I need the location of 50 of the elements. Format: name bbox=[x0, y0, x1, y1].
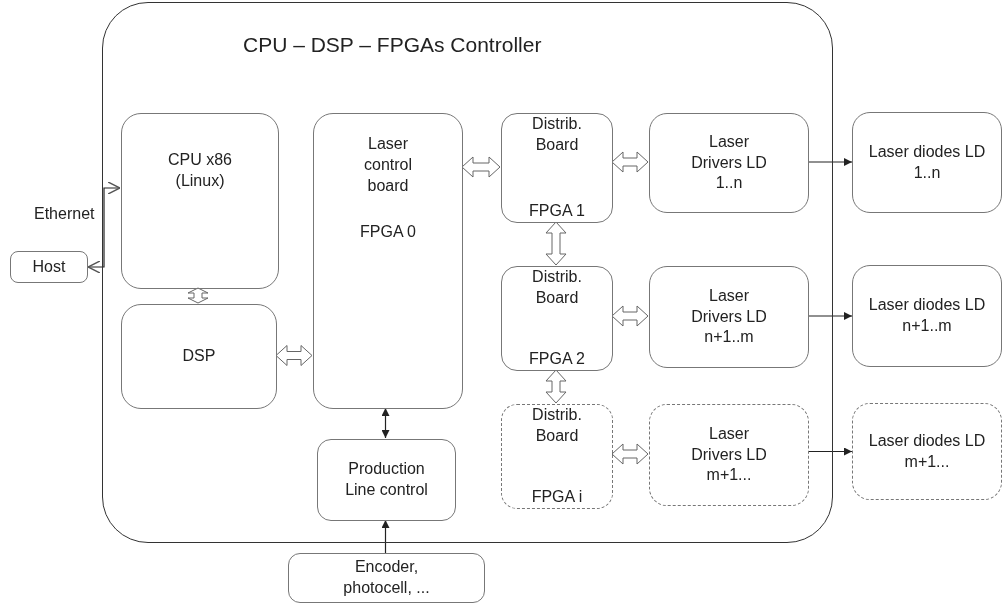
arrow bbox=[807, 447, 853, 456]
node-label: Laser Drivers LD 1..n bbox=[690, 131, 768, 194]
double-block-arrow bbox=[545, 369, 567, 404]
double-block-arrow bbox=[611, 305, 649, 327]
rounded-box bbox=[317, 439, 456, 521]
node-label: Laser Drivers LD m+1... bbox=[690, 423, 768, 486]
rounded-box bbox=[121, 113, 279, 289]
rounded-box bbox=[288, 553, 485, 603]
node-label: FPGA 0 bbox=[360, 222, 416, 243]
rounded-box bbox=[501, 113, 613, 223]
node-label: Distrib. Board bbox=[531, 405, 583, 446]
node-label: FPGA 2 bbox=[529, 349, 585, 370]
node-label: CPU x86 (Linux) bbox=[167, 150, 233, 191]
rounded-box bbox=[313, 113, 463, 409]
arrow bbox=[87, 181, 121, 274]
arrow bbox=[381, 407, 390, 439]
rounded-box bbox=[501, 404, 613, 509]
node-label: FPGA 1 bbox=[529, 201, 585, 222]
node-label: Laser control board bbox=[363, 134, 413, 196]
node-label: Laser diodes LD m+1... bbox=[867, 430, 987, 472]
node-label: FPGA i bbox=[531, 487, 583, 508]
node-label: Laser Drivers LD n+1..m bbox=[690, 285, 768, 348]
node-label: Host bbox=[32, 256, 66, 277]
node-label: CPU – DSP – FPGAs Controller bbox=[243, 33, 542, 57]
rounded-box bbox=[10, 251, 88, 283]
rounded-box bbox=[852, 112, 1002, 213]
node-label: Distrib. Board bbox=[531, 267, 583, 308]
node-label: Production Line control bbox=[344, 459, 429, 500]
double-block-arrow bbox=[545, 221, 567, 266]
arrow bbox=[807, 312, 853, 320]
rounded-box bbox=[852, 403, 1002, 500]
double-block-arrow bbox=[187, 287, 209, 304]
rounded-box bbox=[649, 404, 809, 506]
rounded-box bbox=[121, 304, 277, 409]
rounded-box bbox=[102, 2, 833, 543]
node-label: Encoder, photocell, ... bbox=[342, 557, 431, 598]
double-block-arrow bbox=[611, 151, 649, 173]
arrow bbox=[807, 158, 853, 166]
double-block-arrow bbox=[275, 345, 313, 366]
rounded-box bbox=[501, 266, 613, 371]
double-block-arrow bbox=[461, 156, 501, 178]
rounded-box bbox=[649, 266, 809, 368]
node-label: Distrib. Board bbox=[531, 114, 583, 155]
arrow bbox=[381, 519, 390, 554]
rounded-box bbox=[852, 265, 1002, 367]
node-label: Laser diodes LD 1..n bbox=[867, 141, 987, 183]
node-label: Laser diodes LD n+1..m bbox=[867, 295, 987, 336]
rounded-box bbox=[649, 113, 809, 213]
double-block-arrow bbox=[611, 443, 649, 465]
node-label: DSP bbox=[182, 346, 216, 367]
